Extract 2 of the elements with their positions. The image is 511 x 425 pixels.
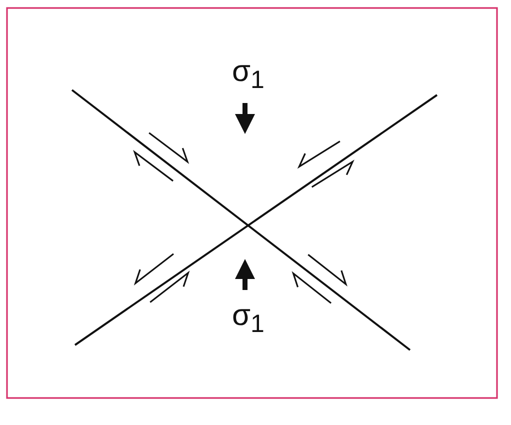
stress-label: σ$_{1}$: [232, 300, 264, 340]
stress-label: σ$_{1}$: [232, 56, 264, 96]
